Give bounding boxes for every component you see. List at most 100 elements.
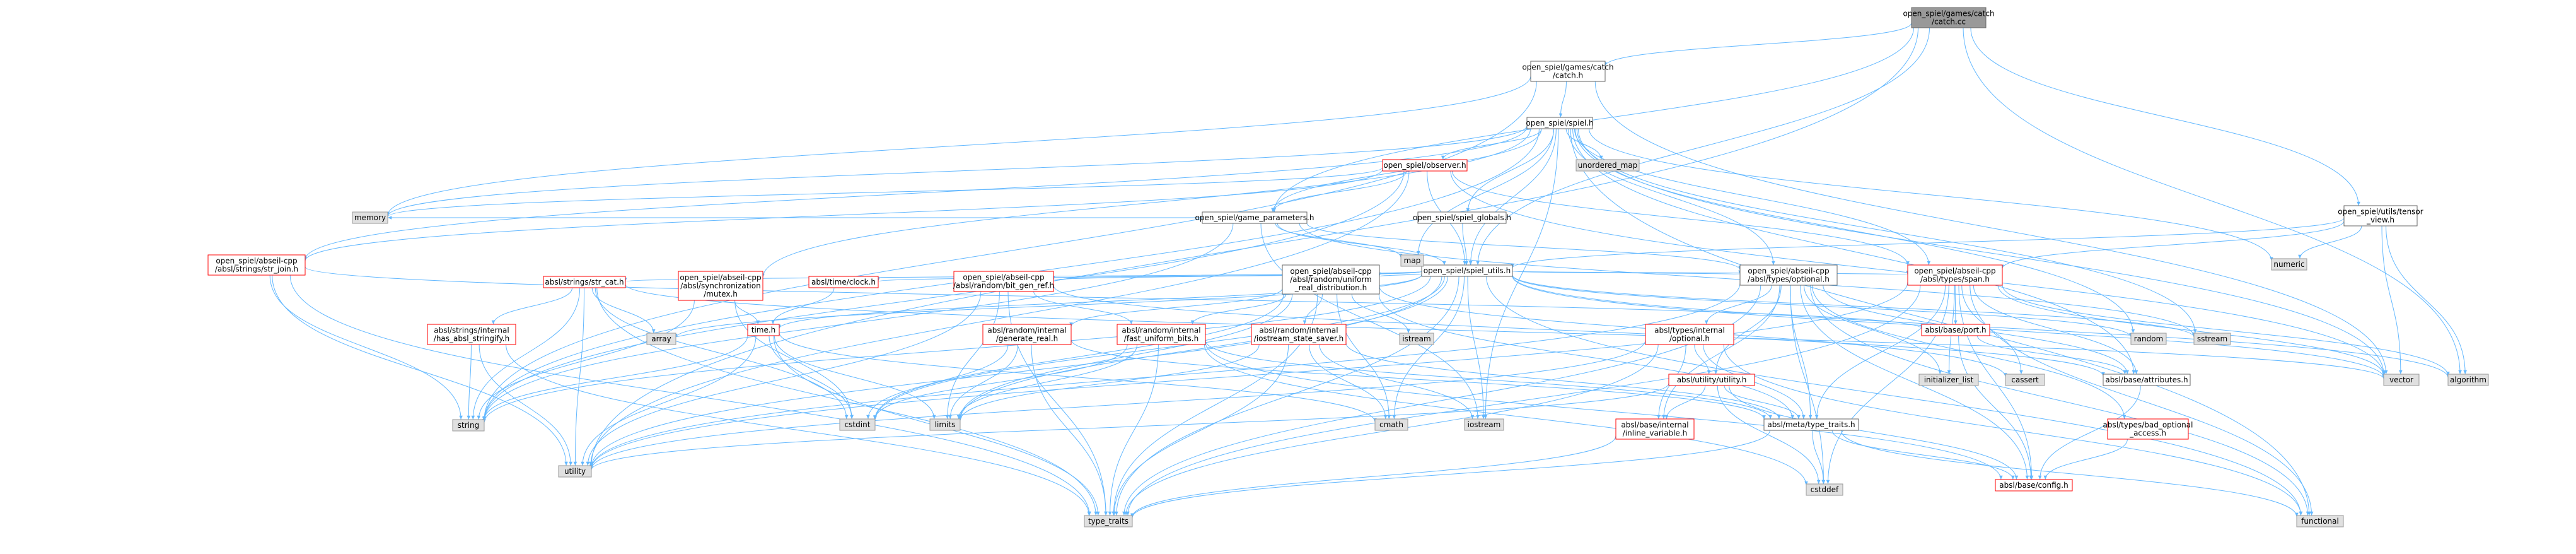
node-vector[interactable]: vector xyxy=(2383,374,2420,386)
node-inline_variable_h[interactable]: absl/base/internal/inline_variable.h xyxy=(1615,418,1695,440)
node-has_absl_stringify_h[interactable]: absl/strings/internal/has_absl_stringify… xyxy=(427,324,516,345)
node-unordered_map[interactable]: unordered_map xyxy=(1575,159,1640,172)
node-box-span_h xyxy=(1907,264,2003,286)
node-memory[interactable]: memory xyxy=(352,211,388,224)
node-istream[interactable]: istream xyxy=(1399,333,1434,345)
node-label-sstream-0: sstream xyxy=(2197,334,2227,343)
edge-bit_gen_ref_h-to-utility xyxy=(586,291,982,466)
edge-game_parameters_h-to-optional_h xyxy=(1306,223,1742,270)
edge-spiel_h-to-sstream xyxy=(1576,128,2197,334)
node-config_h[interactable]: absl/base/config.h xyxy=(1995,479,2073,492)
edge-spiel_utils_h-to-sstream xyxy=(1512,274,2196,338)
node-type_traits[interactable]: type_traits xyxy=(1084,515,1133,527)
node-cstdint[interactable]: cstdint xyxy=(839,418,876,431)
edge-catch_cc-to-algorithm xyxy=(1963,27,2462,375)
node-label-cstdint-0: cstdint xyxy=(845,420,871,429)
node-label-limits-0: limits xyxy=(935,420,956,429)
node-span_h[interactable]: open_spiel/abseil-cpp/absl/types/span.h xyxy=(1907,264,2003,286)
node-spiel_h[interactable]: open_spiel/spiel.h xyxy=(1526,117,1594,129)
node-type_traits_h[interactable]: absl/meta/type_traits.h xyxy=(1763,418,1859,431)
edge-observer_h-to-game_parameters_h xyxy=(1271,170,1407,213)
node-box-istream xyxy=(1399,333,1434,345)
node-time_h[interactable]: time.h xyxy=(747,324,780,336)
node-box-cmath xyxy=(1374,418,1408,431)
node-spiel_utils_h[interactable]: open_spiel/spiel_utils.h xyxy=(1421,264,1513,277)
edge-catch_cc-to-catch_h xyxy=(1603,23,1912,66)
node-box-mutex_h xyxy=(678,271,763,301)
node-spiel_globals_h[interactable]: open_spiel/spiel_globals.h xyxy=(1413,211,1511,224)
node-map[interactable]: map xyxy=(1400,254,1424,267)
node-label-random-0: random xyxy=(2134,334,2164,343)
node-label-memory-0: memory xyxy=(354,213,386,222)
node-label-optional_h-1: /absl/types/optional.h xyxy=(1748,275,1830,284)
edge-types_internal_optional_h-to-functional xyxy=(1723,344,2303,516)
node-fast_uniform_bits_h[interactable]: absl/random/internal/fast_uniform_bits.h xyxy=(1117,324,1206,345)
node-iostream_state_saver_h[interactable]: absl/random/internal/iostream_state_save… xyxy=(1251,324,1347,345)
node-utility_h[interactable]: absl/utility/utility.h xyxy=(1668,374,1755,386)
edge-span_h-to-port_h xyxy=(1954,285,1958,325)
node-label-str_join_h-1: /absl/strings/str_join.h xyxy=(215,265,298,274)
edge-spiel_h-to-observer_h xyxy=(1441,128,1542,160)
node-algorithm[interactable]: algorithm xyxy=(2447,374,2489,386)
edge-spiel_h-to-mutex_h xyxy=(761,128,1531,278)
node-observer_h[interactable]: open_spiel/observer.h xyxy=(1382,159,1468,172)
node-array[interactable]: array xyxy=(646,333,676,345)
edge-game_parameters_h-to-string xyxy=(482,223,1234,421)
node-clock_h[interactable]: absl/time/clock.h xyxy=(808,276,879,288)
node-str_join_h[interactable]: open_spiel/abseil-cpp/absl/strings/str_j… xyxy=(207,254,306,276)
node-port_h[interactable]: absl/base/port.h xyxy=(1921,324,1990,336)
node-label-bad_optional_access_h-1: _access.h xyxy=(2129,429,2166,438)
node-label-bad_optional_access_h-0: absl/types/bad_optional xyxy=(2103,421,2193,430)
edge-optional_h-to-initializer_list xyxy=(1803,285,1942,375)
node-bit_gen_ref_h[interactable]: open_spiel/abseil-cpp/absl/random/bit_ge… xyxy=(953,271,1054,292)
node-catch_cc[interactable]: open_spiel/games/catch/catch.cc xyxy=(1903,7,1995,28)
node-label-string-0: string xyxy=(458,421,479,430)
edge-type_traits_h-to-cstddef xyxy=(1812,430,1825,485)
edge-fast_uniform_bits_h-to-cstddef xyxy=(1204,344,1808,486)
node-catch_h[interactable]: open_spiel/games/catch/catch.h xyxy=(1522,61,1614,82)
edge-clock_h-to-time_h xyxy=(771,287,835,325)
edge-str_cat_h-to-array xyxy=(591,287,656,334)
edge-time_h-to-string xyxy=(482,335,748,420)
node-bad_optional_access_h[interactable]: absl/types/bad_optional_access.h xyxy=(2103,418,2193,440)
edge-spiel_utils_h-to-span_h xyxy=(1512,270,1909,275)
node-box-initializer_list xyxy=(1918,374,1979,386)
edge-optional_h-to-type_traits xyxy=(1122,285,1761,516)
node-utility[interactable]: utility xyxy=(558,465,592,478)
node-label-uniform_real_h-1: /absl/random/uniform xyxy=(1290,275,1372,284)
node-label-array-0: array xyxy=(651,334,671,343)
node-string[interactable]: string xyxy=(452,419,485,432)
node-box-config_h xyxy=(1995,479,2073,492)
node-mutex_h[interactable]: open_spiel/abseil-cpp/absl/synchronizati… xyxy=(678,271,763,301)
node-cstddef[interactable]: cstddef xyxy=(1806,483,1843,496)
node-generate_real_h[interactable]: absl/random/internal/generate_real.h xyxy=(982,324,1072,345)
edge-port_h-to-config_h xyxy=(1958,335,2033,480)
node-label-config_h-0: absl/base/config.h xyxy=(1999,481,2068,490)
node-functional[interactable]: functional xyxy=(2296,515,2344,527)
node-uniform_real_h[interactable]: open_spiel/abseil-cpp/absl/random/unifor… xyxy=(1282,264,1380,295)
node-types_internal_optional_h[interactable]: absl/types/internal/optional.h xyxy=(1645,324,1734,345)
edge-str_cat_h-to-vector xyxy=(625,284,2386,379)
node-box-str_cat_h xyxy=(543,276,626,288)
node-box-iostream_state_saver_h xyxy=(1251,324,1347,345)
node-sstream[interactable]: sstream xyxy=(2193,333,2231,345)
node-attributes_h[interactable]: absl/base/attributes.h xyxy=(2103,374,2191,386)
node-numeric[interactable]: numeric xyxy=(2271,258,2307,271)
node-initializer_list[interactable]: initializer_list xyxy=(1918,374,1979,386)
node-box-has_absl_stringify_h xyxy=(427,324,516,345)
edge-str_join_h-to-port_h xyxy=(305,266,1923,329)
node-tensor_view_h[interactable]: open_spiel/utils/tensor_view.h xyxy=(2338,205,2423,227)
node-limits[interactable]: limits xyxy=(929,418,961,431)
node-iostream[interactable]: iostream xyxy=(1464,418,1504,431)
node-random[interactable]: random xyxy=(2130,333,2167,345)
node-str_cat_h[interactable]: absl/strings/str_cat.h xyxy=(543,276,626,288)
node-box-cstdint xyxy=(839,418,876,431)
node-game_parameters_h[interactable]: open_spiel/game_parameters.h xyxy=(1195,211,1314,224)
node-label-initializer_list-0: initializer_list xyxy=(1924,375,1974,384)
node-cmath[interactable]: cmath xyxy=(1374,418,1408,431)
node-cassert[interactable]: cassert xyxy=(2005,374,2045,386)
node-box-tensor_view_h xyxy=(2343,205,2418,227)
edge-spiel_h-to-numeric xyxy=(1588,128,2273,261)
node-optional_h[interactable]: open_spiel/abseil-cpp/absl/types/optiona… xyxy=(1739,264,1838,286)
